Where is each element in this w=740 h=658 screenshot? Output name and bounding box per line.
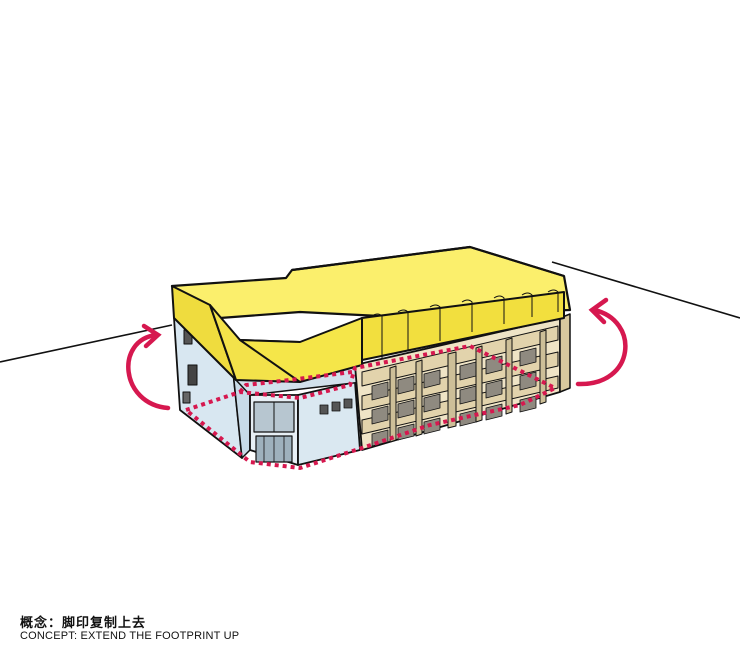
- caption-english: CONCEPT: EXTEND THE FOOTPRINT UP: [20, 630, 240, 642]
- footprint-outline: [181, 343, 560, 471]
- curved-up-arrow-icon: [575, 297, 628, 387]
- caption-chinese: 概念：脚印复制上去: [20, 616, 147, 631]
- ground-lines: [0, 261, 740, 363]
- curved-up-arrow-icon: [126, 323, 171, 411]
- left-wing: [173, 317, 363, 466]
- roof-extension: [170, 245, 572, 383]
